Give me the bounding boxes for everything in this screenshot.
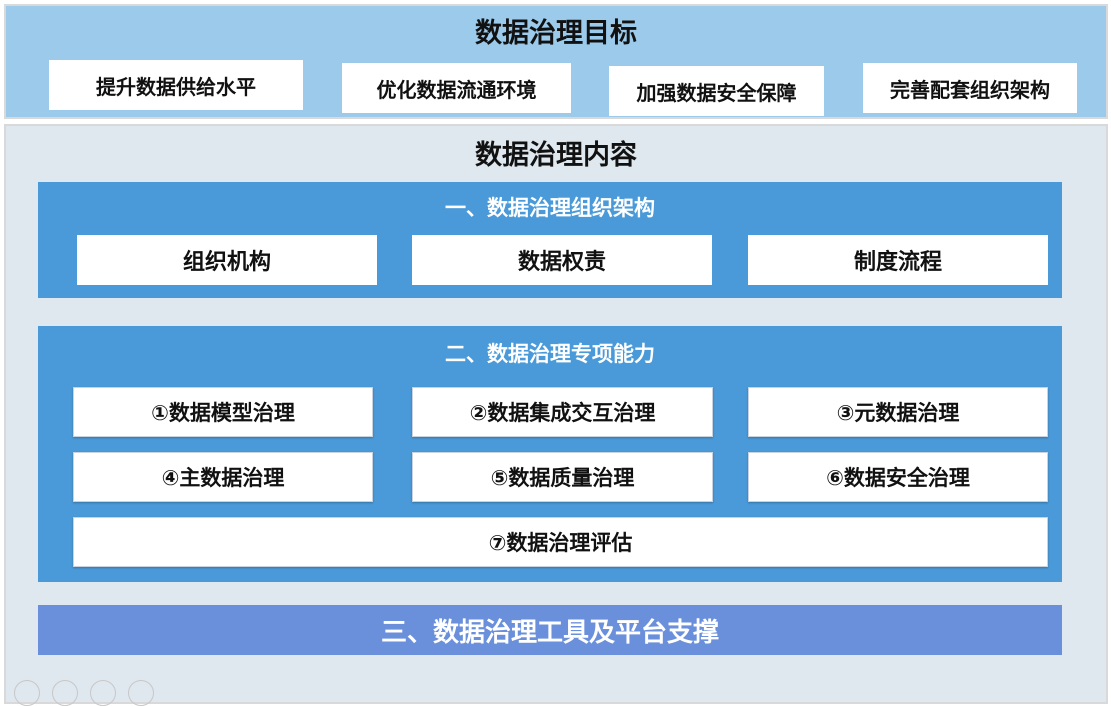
section-title: 一、数据治理组织架构 <box>445 196 655 220</box>
capability-item: ④主数据治理 <box>73 452 373 502</box>
capability-item: ②数据集成交互治理 <box>412 387 713 437</box>
goals-title: 数据治理目标 <box>475 17 637 49</box>
circle-decoration <box>52 680 78 706</box>
capability-item: ⑦数据治理评估 <box>73 517 1048 567</box>
goal-item: 加强数据安全保障 <box>609 66 824 116</box>
org-item: 数据权责 <box>412 235 712 285</box>
circle-decoration <box>90 680 116 706</box>
content-title: 数据治理内容 <box>475 139 637 171</box>
capability-item: ⑥数据安全治理 <box>748 452 1048 502</box>
section-platform-support: 三、数据治理工具及平台支撑 <box>38 605 1062 655</box>
capability-item: ⑤数据质量治理 <box>412 452 713 502</box>
goal-item: 提升数据供给水平 <box>49 60 303 110</box>
goal-item: 优化数据流通环境 <box>342 63 571 113</box>
org-item: 制度流程 <box>748 235 1048 285</box>
goal-item: 完善配套组织架构 <box>863 63 1077 113</box>
circle-decoration <box>128 680 154 706</box>
capability-item: ①数据模型治理 <box>73 387 373 437</box>
section-title: 二、数据治理专项能力 <box>445 342 655 366</box>
capability-item: ③元数据治理 <box>748 387 1048 437</box>
circle-decoration <box>14 680 40 706</box>
org-item: 组织机构 <box>77 235 377 285</box>
